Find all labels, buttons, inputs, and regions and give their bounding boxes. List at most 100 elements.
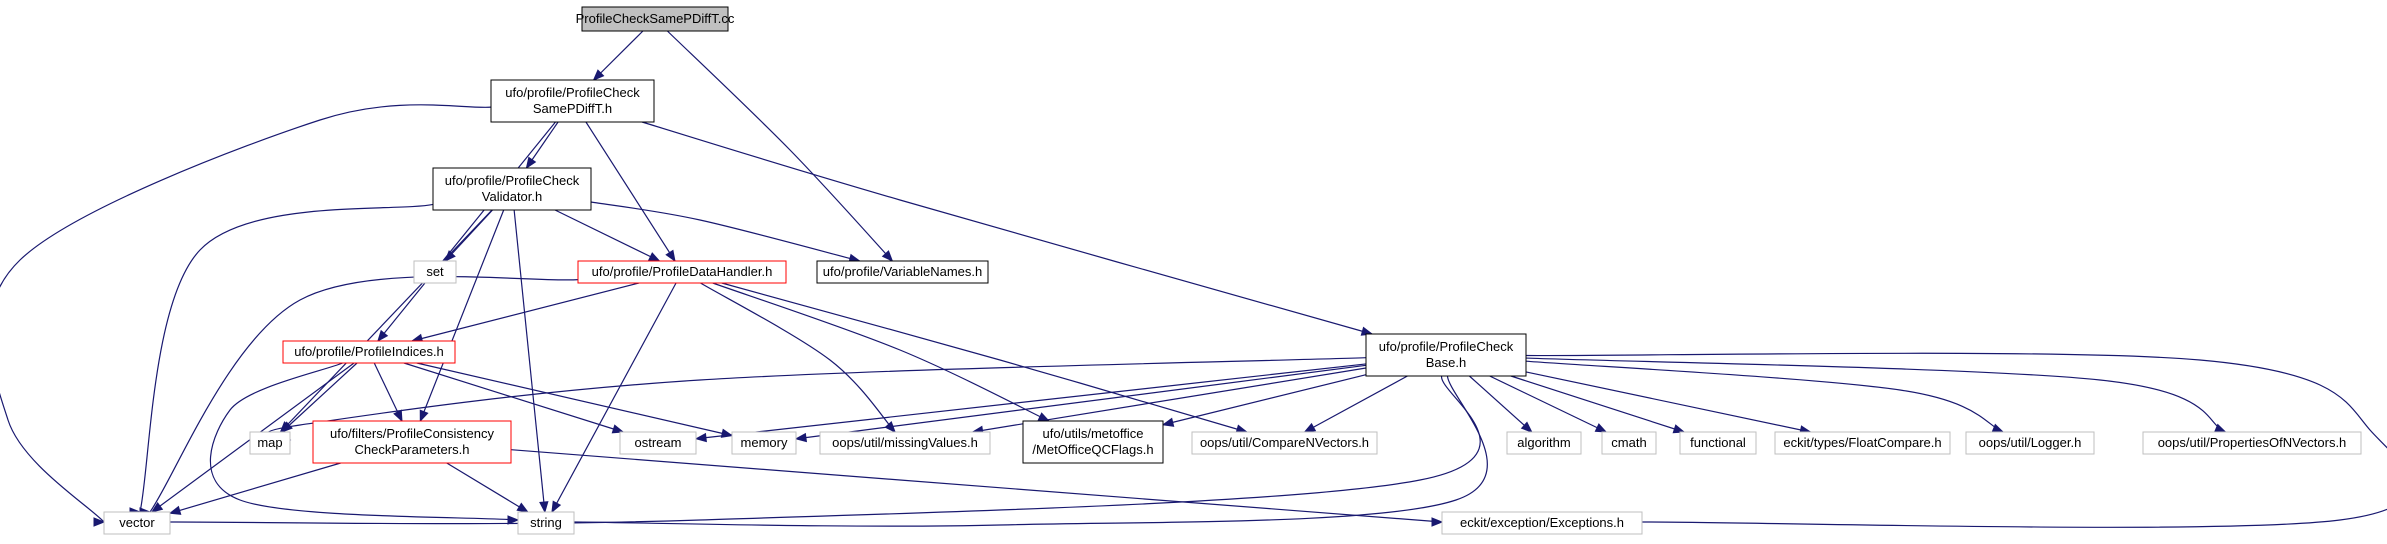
edge-line [134,203,434,532]
node-box[interactable] [490,79,655,123]
edge-line [377,121,556,342]
node-box[interactable] [1022,420,1164,464]
edge-arrowhead [1303,422,1317,433]
edge-samepdifft_h-to-base_h [641,121,1374,336]
edge-base_h-to-comparenvectors_h [1303,375,1408,433]
node-label: /MetOfficeQCFlags.h [1032,442,1153,457]
edge-line [795,364,1367,440]
edge-arrowhead [647,252,661,262]
edge-line [712,282,1050,422]
node-label: SamePDiffT.h [533,101,612,116]
node-box [1601,431,1657,455]
node-ostream: ostream [619,431,697,455]
edge-line [641,121,1373,335]
node-box [103,511,171,535]
node-label: ufo/profile/ProfileCheck [445,173,580,188]
node-variablenames-h[interactable]: ufo/profile/VariableNames.h [816,260,989,284]
node-label: ostream [635,435,682,450]
edge-line [666,30,893,262]
node-label: memory [741,435,788,450]
edge-line [695,363,1367,440]
node-label: ufo/profile/ProfileIndices.h [294,344,444,359]
edge-line [419,209,505,422]
edge-validator_h-to-string [513,209,549,514]
node-label: cmath [1611,435,1646,450]
edge-arrowhead [93,517,106,527]
edge-arrowhead [611,424,625,434]
edge-arrowhead [592,69,605,81]
edge-arrowhead [525,156,537,170]
node-box[interactable] [432,167,592,211]
edge-validator_h-to-consistency_h [419,209,505,423]
node-memory: memory [731,431,797,455]
edge-indices_h-to-ostream [403,362,625,434]
edge-samepdifft_h-to-datahandler_h [585,121,676,263]
node-box[interactable] [1365,333,1527,377]
edge-datahandler_h-to-missingvalues_h [700,282,896,433]
node-label: ufo/profile/ProfileDataHandler.h [592,264,773,279]
node-consistency-h[interactable]: ufo/filters/ProfileConsistencyCheckParam… [312,420,512,464]
edge-arrowhead [1594,423,1608,433]
node-box[interactable] [577,260,787,284]
node-label: ufo/filters/ProfileConsistency [330,426,495,441]
edge-line [1304,375,1408,433]
node-propertiesofnvectors-h: oops/util/PropertiesOfNVectors.h [2142,431,2362,455]
node-label: Validator.h [482,189,542,204]
edge-arrowhead [507,515,520,525]
node-box [517,511,575,535]
graph-edges [0,30,2387,532]
edge-arrowhead [377,329,389,343]
node-label: CheckParameters.h [355,442,470,457]
edge-arrowhead [1431,517,1444,527]
edge-arrowhead [419,409,429,423]
node-label: ufo/profile/ProfileCheck [1379,339,1514,354]
edge-arrowhead [1520,421,1533,433]
node-label: vector [119,515,155,530]
edge-arrowhead [881,250,894,262]
node-box[interactable] [312,420,512,464]
edge-consistency_h-to-vector [168,462,341,515]
edge-base_h-to-logger_h [1525,360,2005,433]
edge-line [1162,374,1367,426]
node-box [731,431,797,455]
node-box[interactable] [282,340,456,364]
node-label: algorithm [1517,435,1570,450]
node-map: map [249,431,291,455]
edge-arrowhead [665,249,676,263]
edge-base_h-to-propertiesofnvectors_h [1525,357,2227,433]
node-metofficeqcflags-h[interactable]: ufo/utils/metoffice/MetOfficeQCFlags.h [1022,420,1164,464]
edge-arrowhead [694,432,707,443]
edge-validator_h-to-vector [129,203,434,532]
edge-line [446,462,529,513]
node-box [1441,511,1643,535]
node-datahandler-h[interactable]: ufo/profile/ProfileDataHandler.h [577,260,787,284]
edge-datahandler_h-to-comparenvectors_h [721,282,1249,434]
node-box [819,431,991,455]
edge-line [593,30,644,81]
node-samepdifft-h[interactable]: ufo/profile/ProfileCheckSamePDiffT.h [490,79,655,123]
node-box [1679,431,1757,455]
node-label: functional [1690,435,1746,450]
node-box [249,431,291,455]
edge-base_h-to-memory [794,364,1367,443]
node-indices-h[interactable]: ufo/profile/ProfileIndices.h [282,340,456,364]
node-box[interactable] [816,260,989,284]
edge-line [416,362,733,437]
edge-line [554,209,660,262]
node-label: ufo/utils/metoffice [1043,426,1144,441]
edge-line [700,282,896,433]
node-label: oops/util/missingValues.h [832,435,978,450]
edge-validator_h-to-variablenames_h [590,201,861,263]
node-label: eckit/types/FloatCompare.h [1783,435,1941,450]
node-logger-h: oops/util/Logger.h [1965,431,2095,455]
node-exceptions-h: eckit/exception/Exceptions.h [1441,511,1643,535]
edge-arrowhead [393,409,403,423]
edge-arrowhead [1672,424,1686,434]
edge-arrowhead [794,432,808,443]
node-box [413,260,457,284]
edge-line [411,282,640,342]
node-comparenvectors-h: oops/util/CompareNVectors.h [1191,431,1378,455]
node-label: string [530,515,562,530]
